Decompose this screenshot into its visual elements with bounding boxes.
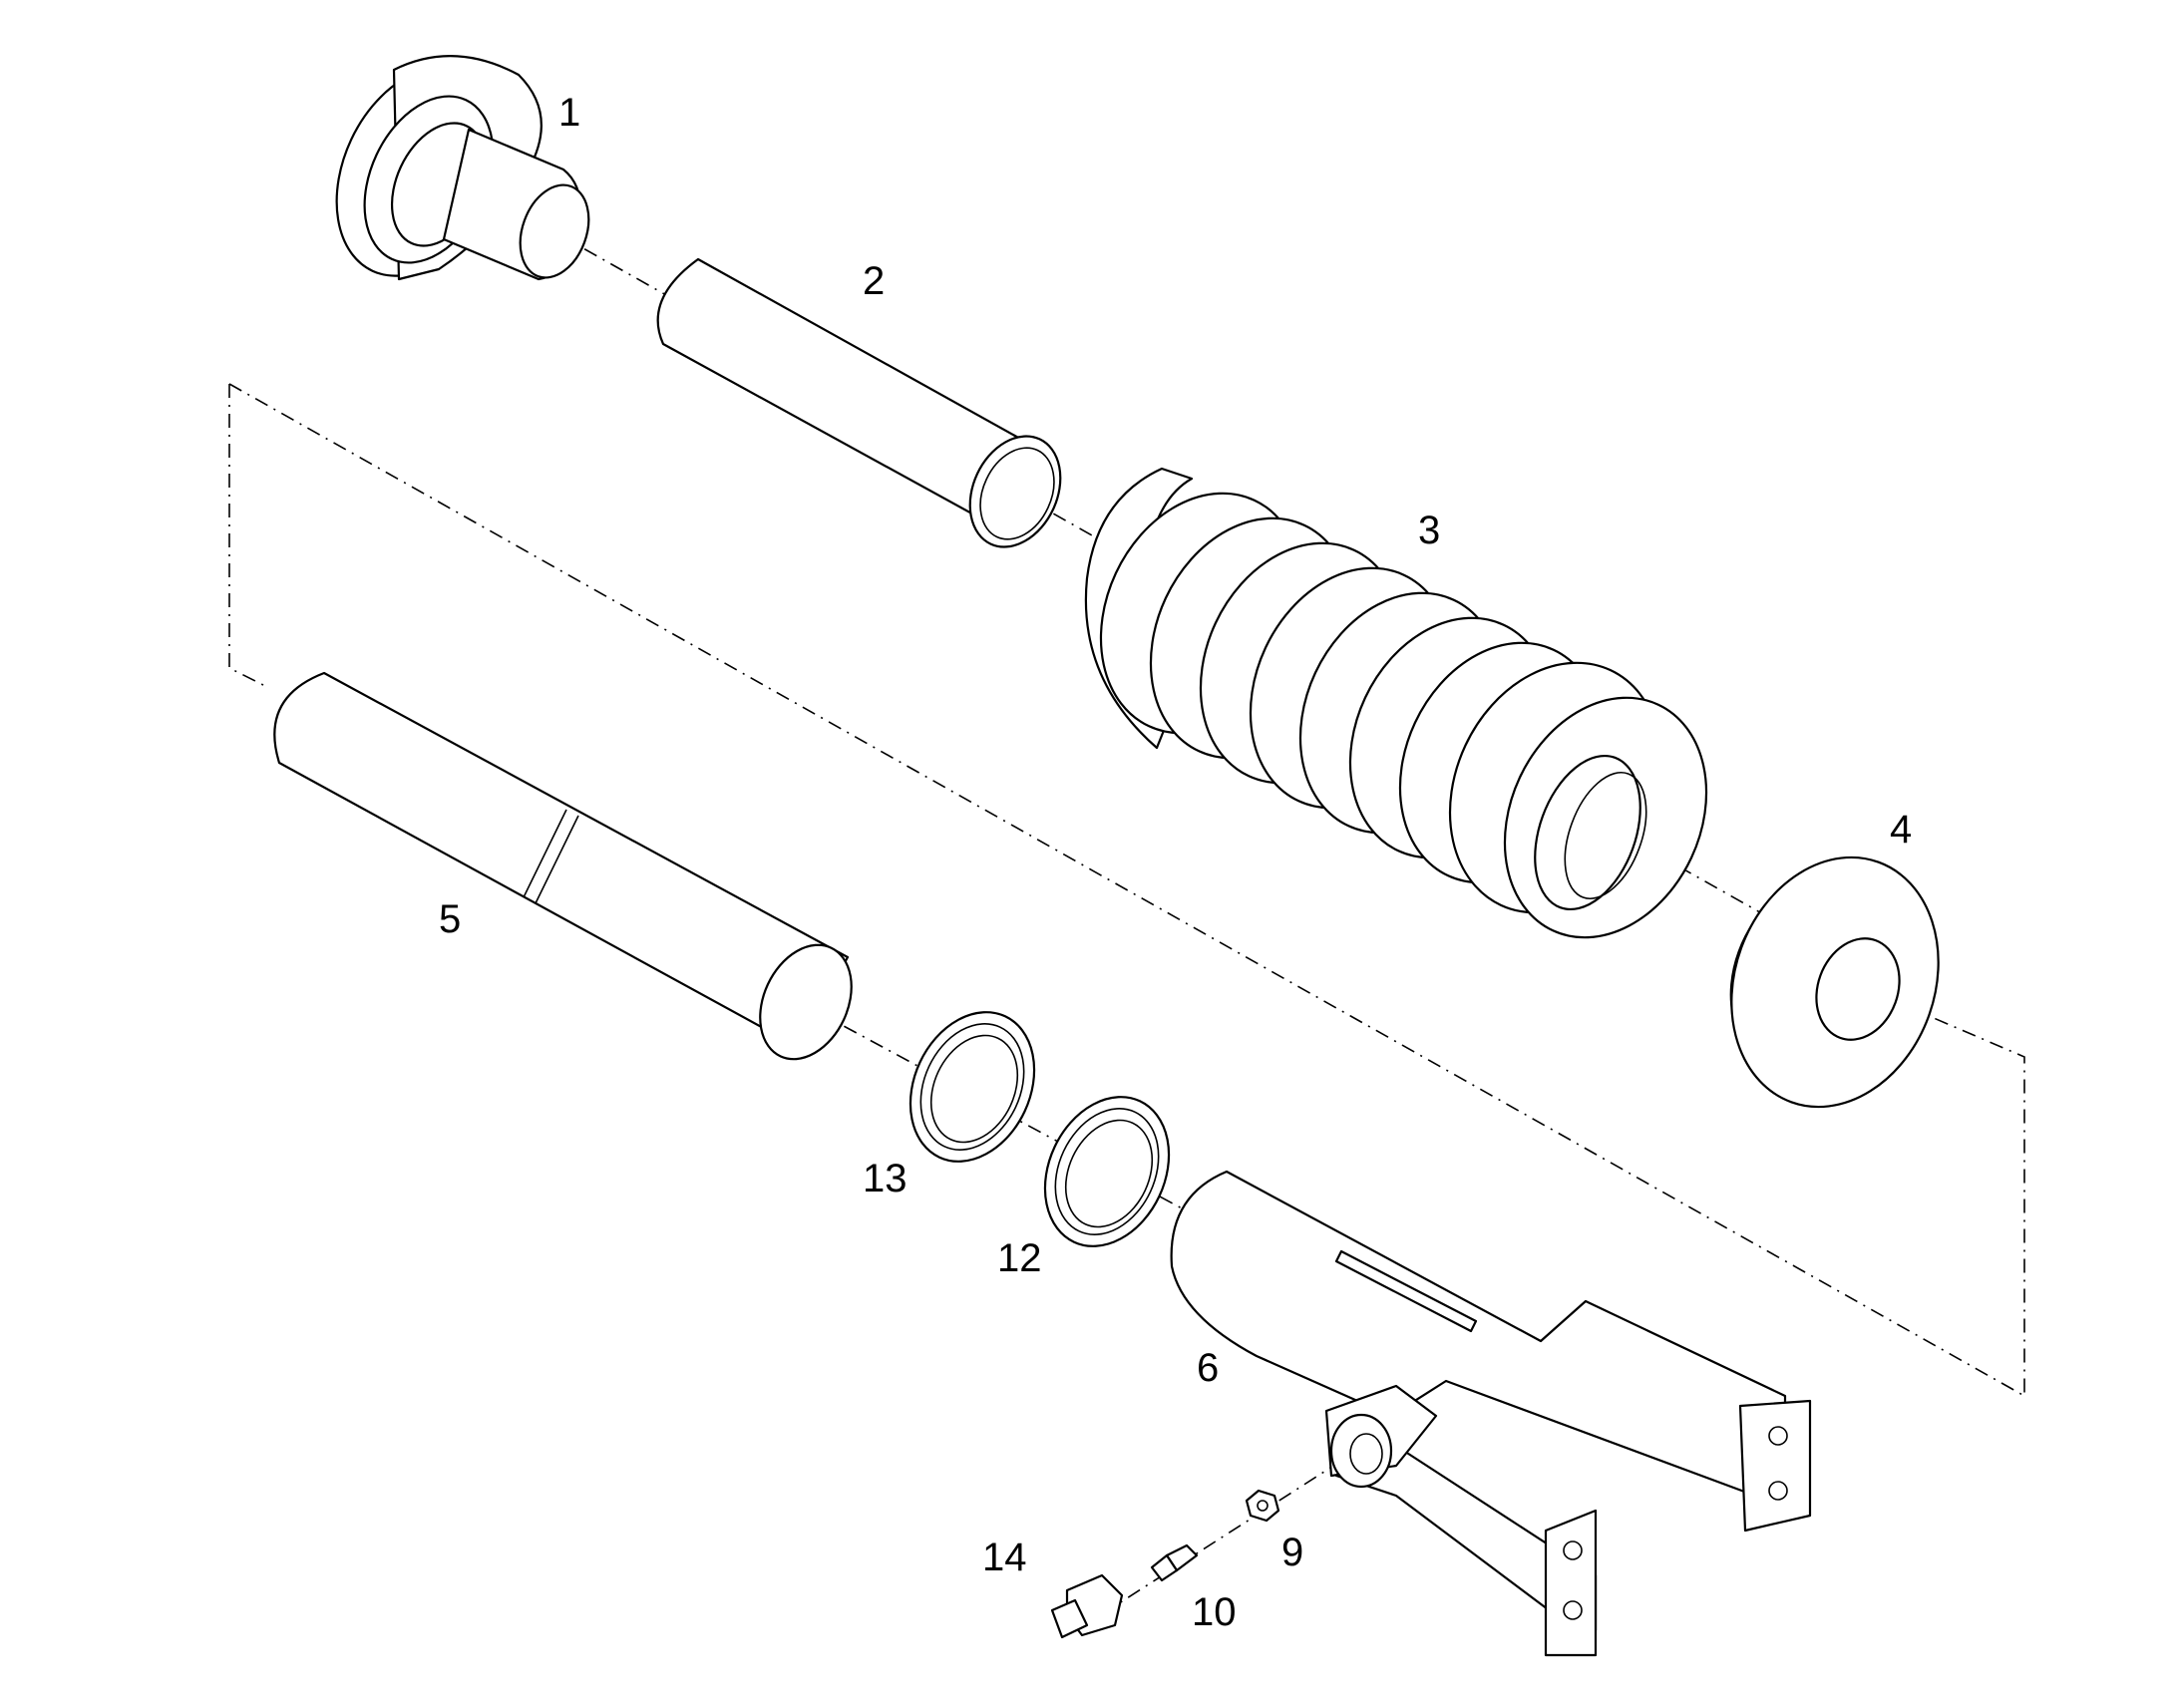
part-10-grease-nipple (1150, 1543, 1199, 1582)
part-12-seal-ring (1043, 1096, 1171, 1247)
part-13-seal-ring (908, 1011, 1036, 1163)
part-2-tube (656, 257, 1062, 548)
callout-14: 14 (982, 1536, 1027, 1579)
part-4-bushing (1729, 855, 1940, 1109)
callout-labels: 1 2 3 4 5 6 9 10 12 13 14 (439, 91, 1912, 1634)
callout-12: 12 (997, 1236, 1042, 1280)
callout-6: 6 (1197, 1346, 1219, 1390)
callout-5: 5 (439, 897, 461, 941)
part-14-cap (1050, 1573, 1124, 1639)
part-3-coil-spring (1084, 467, 1708, 939)
callout-10: 10 (1192, 1590, 1237, 1634)
callout-1: 1 (558, 91, 580, 135)
callout-2: 2 (863, 259, 885, 303)
part-1-flanged-pin (335, 55, 590, 281)
callout-9: 9 (1281, 1531, 1303, 1574)
callout-13: 13 (863, 1157, 908, 1200)
part-9-nut (1245, 1489, 1280, 1523)
part-6-cylinder-yoke (1170, 1170, 1812, 1657)
callout-3: 3 (1418, 509, 1440, 552)
part-5-rod (273, 671, 853, 1061)
callout-4: 4 (1890, 808, 1912, 852)
